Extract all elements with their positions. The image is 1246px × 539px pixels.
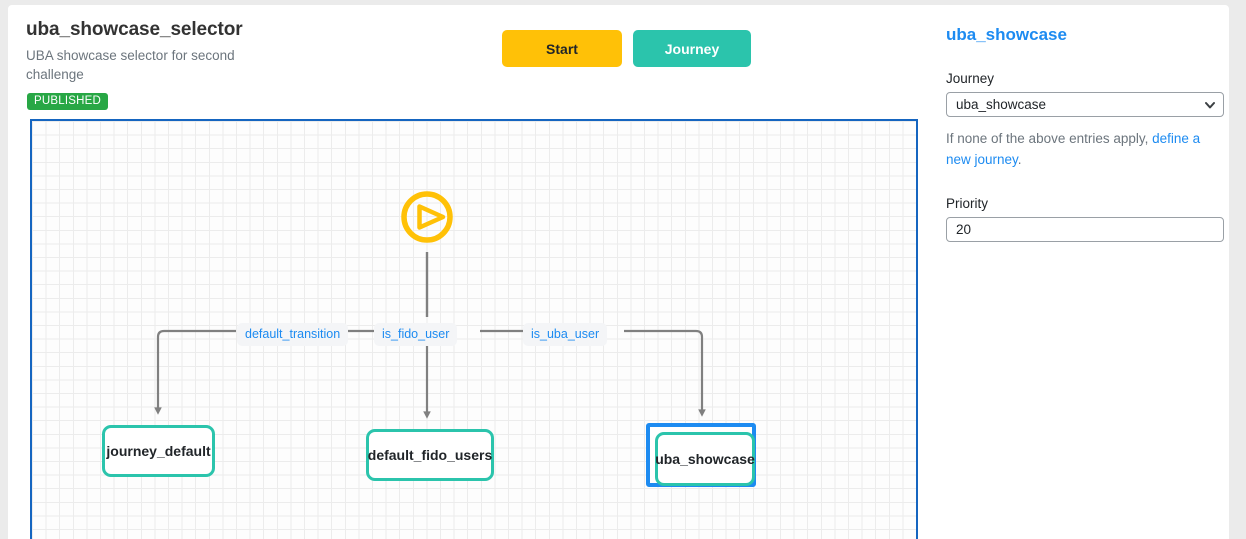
journey-select-value: uba_showcase — [956, 97, 1047, 112]
flow-node-journey-default[interactable]: journey_default — [102, 425, 215, 477]
flow-node-uba-showcase[interactable]: uba_showcase — [655, 432, 755, 486]
flow-node-selection-ring[interactable]: uba_showcase — [646, 423, 756, 487]
define-new-journey-link[interactable]: define a new journey — [946, 131, 1201, 167]
journey-select[interactable]: uba_showcase — [946, 92, 1224, 117]
journey-field-label: Journey — [946, 71, 995, 86]
panel-title: uba_showcase — [946, 25, 1067, 44]
details-panel: uba_showcase Journey uba_showcase If non… — [946, 19, 1229, 242]
edge-label-default-transition[interactable]: default_transition — [237, 323, 349, 346]
flow-connectors — [154, 191, 706, 419]
main-card: uba_showcase_selector UBA showcase selec… — [8, 5, 1229, 539]
page-subtitle: UBA showcase selector for second challen… — [26, 48, 235, 82]
journey-helper-text: If none of the above entries apply, defi… — [946, 128, 1228, 170]
flow-canvas[interactable]: default_transition is_fido_user is_uba_u… — [30, 119, 918, 539]
priority-input[interactable] — [946, 217, 1224, 242]
flow-node-default-fido-users[interactable]: default_fido_users — [366, 429, 494, 481]
start-button[interactable]: Start — [502, 30, 622, 67]
journey-button[interactable]: Journey — [633, 30, 751, 67]
edge-label-is-uba-user[interactable]: is_uba_user — [523, 323, 608, 346]
status-badge: PUBLISHED — [27, 93, 108, 110]
chevron-down-icon — [1205, 101, 1215, 108]
helper-prefix: If none of the above entries apply, — [946, 131, 1153, 146]
edge-label-is-fido-user[interactable]: is_fido_user — [374, 323, 458, 346]
helper-suffix: . — [1017, 152, 1022, 167]
play-circle-icon — [401, 191, 453, 243]
page-title: uba_showcase_selector — [26, 19, 243, 40]
priority-field-label: Priority — [946, 196, 989, 211]
